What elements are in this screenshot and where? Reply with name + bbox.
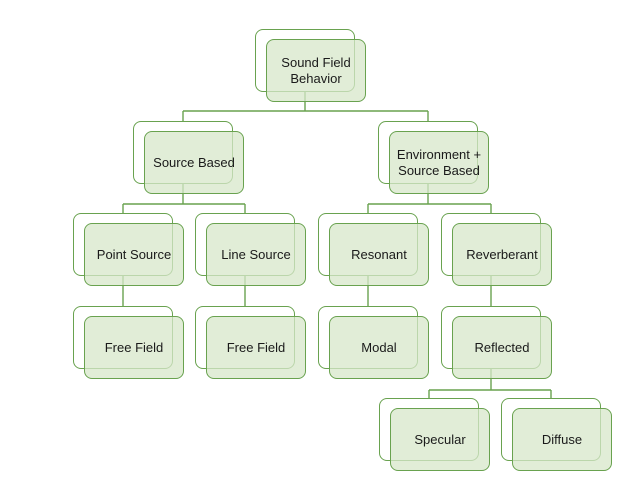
node-diffuse-shape: Diffuse (512, 408, 612, 471)
node-modal: Modal (318, 306, 430, 380)
node-point-source: Point Source (73, 213, 185, 287)
node-reflected-label: Reflected (474, 339, 530, 355)
node-sound-field-behavior-label: Sound Field Behavior (281, 54, 351, 86)
node-specular-label: Specular (414, 431, 466, 447)
node-specular: Specular (379, 398, 491, 472)
node-point-source-shape: Point Source (84, 223, 184, 286)
node-free-field-line-label: Free Field (226, 339, 286, 355)
node-free-field-line: Free Field (195, 306, 307, 380)
node-line-source-label: Line Source (221, 246, 291, 262)
node-source-based: Source Based (133, 121, 245, 195)
node-reverberant-shape: Reverberant (452, 223, 552, 286)
node-reverberant-label: Reverberant (466, 246, 538, 262)
node-point-source-label: Point Source (96, 246, 172, 262)
node-environment-source-based: Environment + Source Based (378, 121, 490, 195)
node-source-based-shape: Source Based (144, 131, 244, 194)
node-line-source-shape: Line Source (206, 223, 306, 286)
node-reverberant: Reverberant (441, 213, 553, 287)
node-resonant-label: Resonant (351, 246, 407, 262)
node-diffuse-label: Diffuse (541, 431, 583, 447)
node-environment-source-based-label: Environment + Source Based (396, 146, 482, 178)
node-free-field-point-label: Free Field (104, 339, 164, 355)
node-free-field-point: Free Field (73, 306, 185, 380)
node-sound-field-behavior-shape: Sound Field Behavior (266, 39, 366, 102)
node-free-field-point-shape: Free Field (84, 316, 184, 379)
node-modal-label: Modal (361, 339, 397, 355)
node-resonant: Resonant (318, 213, 430, 287)
node-sound-field-behavior: Sound Field Behavior (255, 29, 367, 103)
node-diffuse: Diffuse (501, 398, 613, 472)
node-modal-shape: Modal (329, 316, 429, 379)
node-specular-shape: Specular (390, 408, 490, 471)
node-reflected-shape: Reflected (452, 316, 552, 379)
node-line-source: Line Source (195, 213, 307, 287)
node-source-based-label: Source Based (153, 154, 235, 170)
node-environment-source-based-shape: Environment + Source Based (389, 131, 489, 194)
node-reflected: Reflected (441, 306, 553, 380)
node-free-field-line-shape: Free Field (206, 316, 306, 379)
node-resonant-shape: Resonant (329, 223, 429, 286)
